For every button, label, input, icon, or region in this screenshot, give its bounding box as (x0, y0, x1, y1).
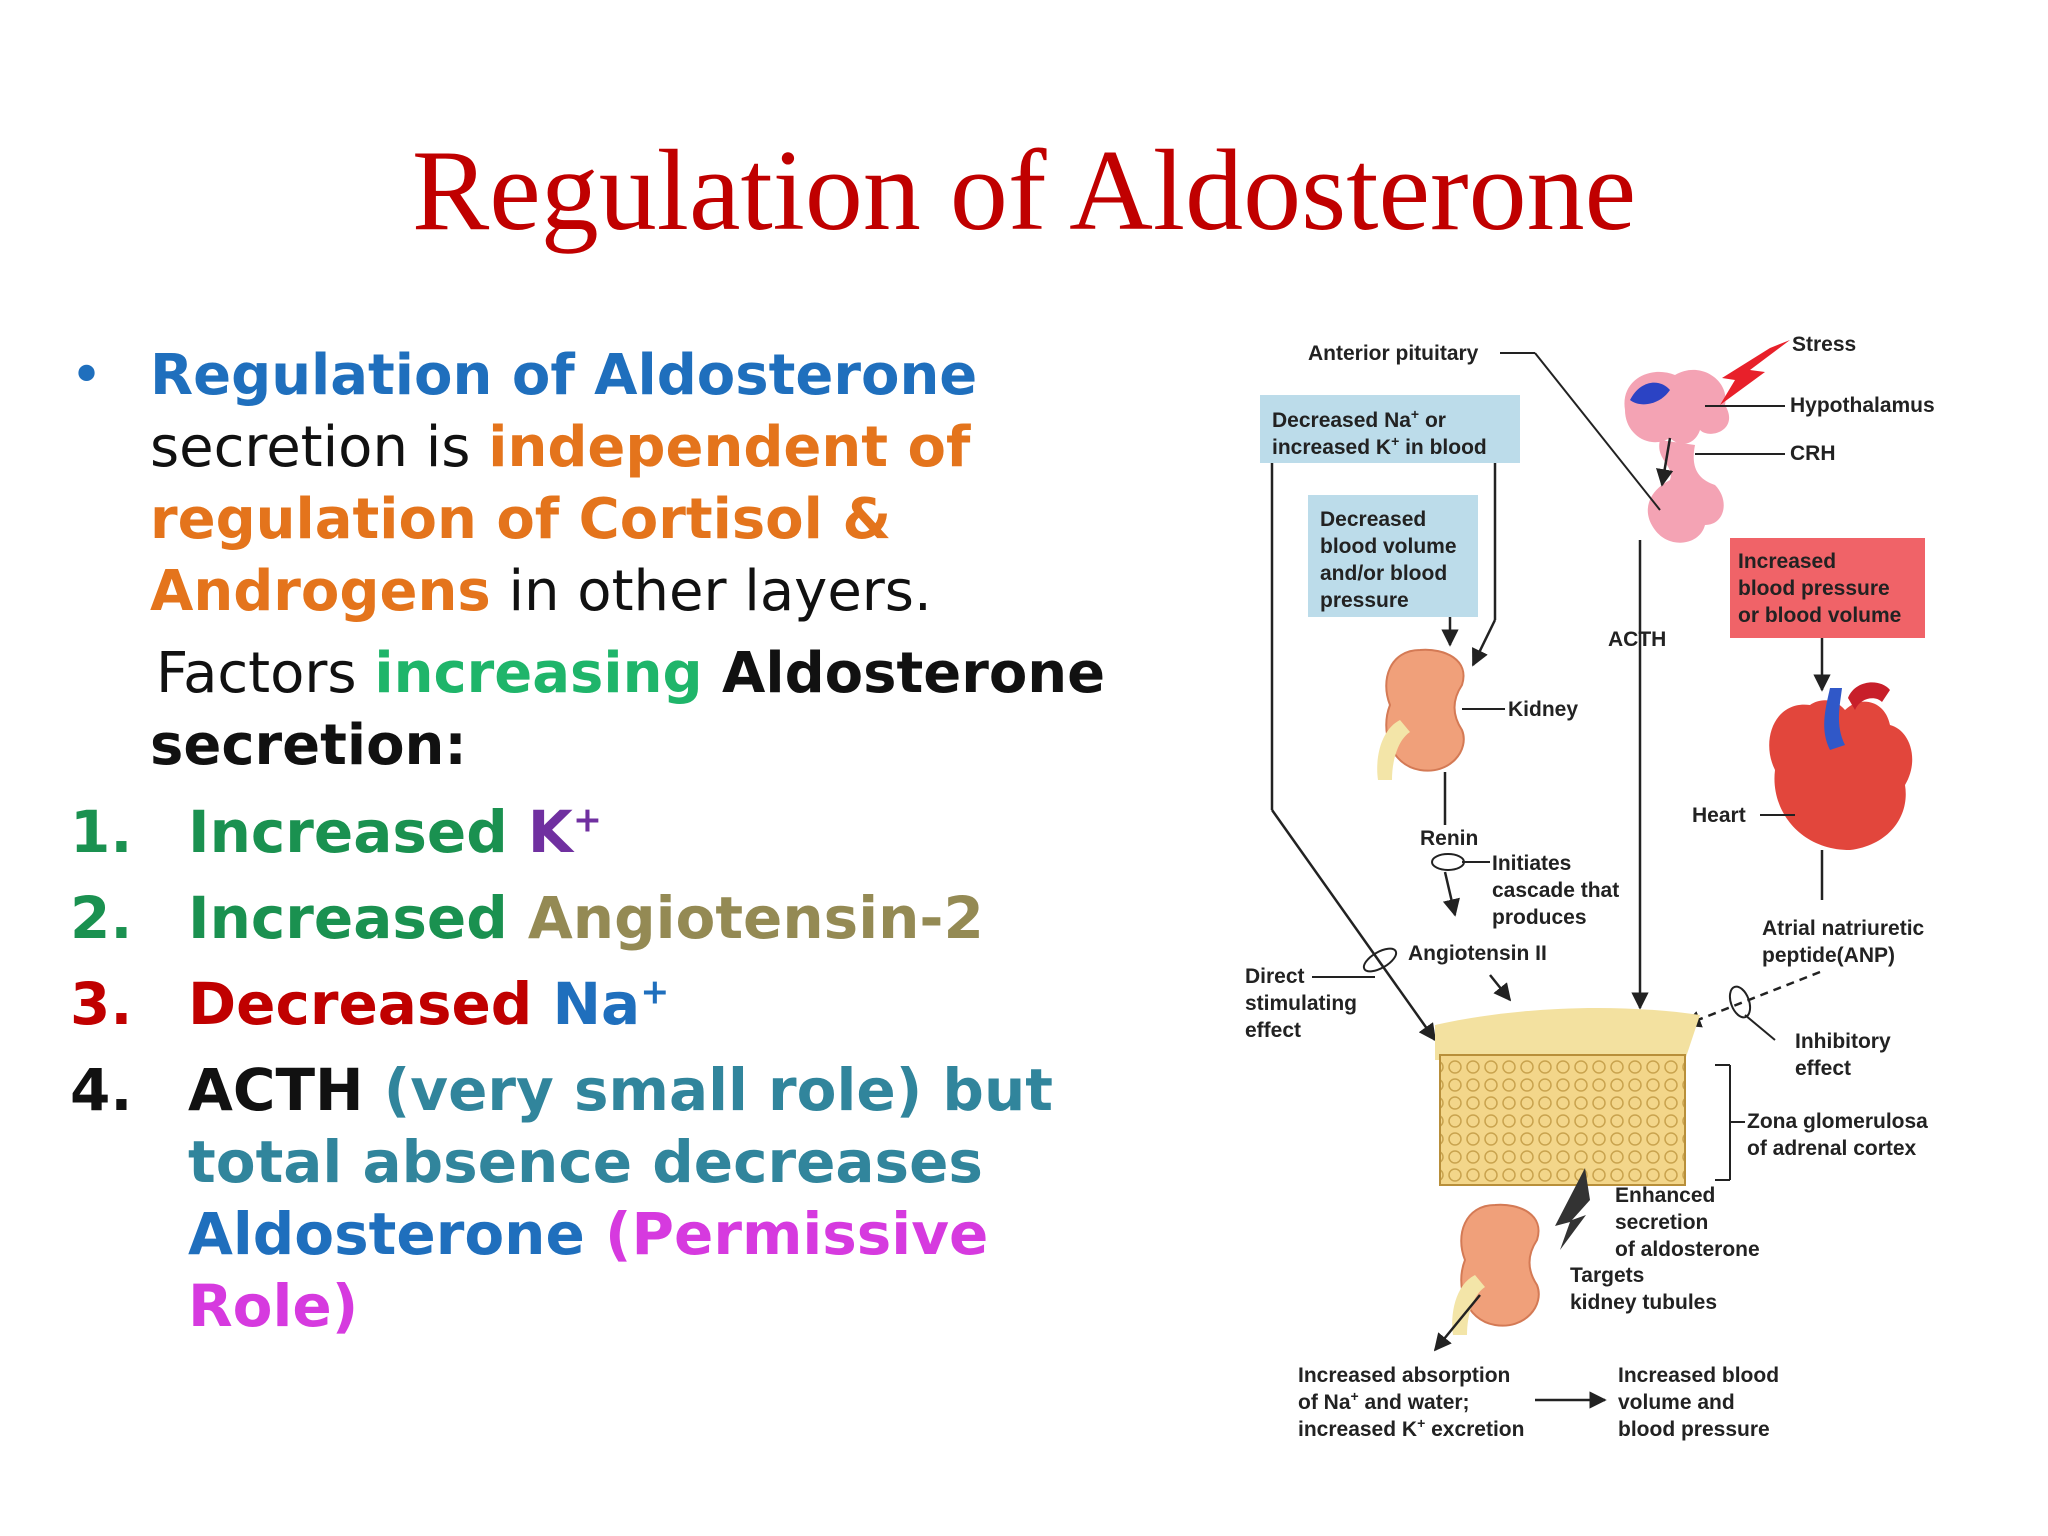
abs-text-3a: increased K (1298, 1418, 1417, 1441)
label-zona-2: of adrenal cortex (1747, 1137, 1917, 1160)
diagram-svg: Anterior pituitary Stress Hypothalamus C… (1245, 333, 1935, 1441)
abs-text-2a: of Na (1298, 1391, 1351, 1414)
adrenal-cortex-tissue (1435, 1007, 1700, 1186)
factor-item-3: 3. Decreased Na+ (70, 968, 1200, 1040)
box-na-sup: + (1391, 433, 1399, 449)
label-absorption-1: Increased absorption (1298, 1364, 1510, 1387)
box-na-sup: + (1411, 406, 1419, 422)
box-bv-line-4: pressure (1320, 589, 1409, 612)
factors-text-1: Factors (156, 641, 375, 706)
factor-ion-charge: + (640, 972, 670, 1013)
label-targets-1: Targets (1570, 1264, 1644, 1287)
factor-hormone: Angiotensin-2 (527, 884, 984, 952)
label-inhibitory-1: Inhibitory (1795, 1030, 1891, 1053)
factors-text-4: secretion: (150, 713, 467, 778)
heart-icon (1769, 682, 1913, 850)
label-enhanced-3: of aldosterone (1615, 1238, 1760, 1261)
box-na-text-2b: in blood (1399, 436, 1486, 459)
factor-text: Decreased (188, 970, 553, 1038)
box-bp-line-1: Increased (1738, 550, 1836, 573)
abs-text-2b: and water; (1359, 1391, 1470, 1414)
kidney-icon (1452, 1203, 1540, 1335)
factor-item-1: 1. Increased K+ (70, 796, 1200, 868)
label-direct-2: stimulating (1245, 992, 1357, 1015)
box-na-text-2: increased K (1272, 436, 1391, 459)
label-anterior-pituitary: Anterior pituitary (1308, 342, 1479, 365)
label-enhanced-2: secretion (1615, 1211, 1708, 1234)
label-direct-1: Direct (1245, 965, 1305, 988)
box-na-line-2: increased K+ in blood (1272, 433, 1487, 459)
factor-note: (very small role) but total absence decr… (188, 1056, 1053, 1196)
factors-text-2: increasing (374, 641, 703, 706)
box-bv-line-2: blood volume (1320, 535, 1457, 558)
factor-role: (Permissive Role) (188, 1200, 989, 1340)
label-anp-1: Atrial natriuretic (1762, 917, 1925, 940)
factor-ion: K (527, 798, 573, 866)
label-renin: Renin (1420, 827, 1478, 850)
factor-number: 4. (70, 1056, 133, 1124)
box-bv-line-1: Decreased (1320, 508, 1426, 531)
bullet-text-4: in other layers. (490, 559, 932, 624)
factor-item-4: 4. ACTH (very small role) but total abse… (70, 1054, 1148, 1342)
label-hypothalamus: Hypothalamus (1790, 394, 1935, 417)
factor-number: 3. (70, 970, 133, 1038)
slide-title: Regulation of Aldosterone (411, 127, 1637, 255)
box-bv-line-3: and/or blood (1320, 562, 1447, 585)
hypothalamus-pituitary-icon (1624, 369, 1730, 543)
factors-text-3: Aldosterone (702, 641, 1106, 706)
factor-ion: Na (552, 970, 641, 1038)
abs-sup: + (1417, 1415, 1425, 1431)
factor-hormone: Aldosterone (188, 1200, 585, 1268)
label-angiotensin: Angiotensin II (1408, 942, 1547, 965)
label-result-3: blood pressure (1618, 1418, 1770, 1441)
factor-number: 2. (70, 884, 133, 952)
bullet-dot-icon: • (70, 343, 104, 408)
increased-blood-pressure-box (1730, 538, 1925, 638)
bullet-text-1: Regulation of Aldosterone (150, 343, 978, 408)
factors-heading: Factors increasing Aldosterone (70, 638, 1200, 710)
factor-number: 1. (70, 798, 133, 866)
label-cascade-2: cascade that (1492, 879, 1619, 902)
label-inhibitory-2: effect (1795, 1057, 1851, 1080)
stress-bolt-icon (1720, 340, 1790, 405)
label-acth: ACTH (1608, 628, 1666, 651)
label-kidney: Kidney (1508, 698, 1578, 721)
label-absorption-2: of Na+ and water; (1298, 1388, 1470, 1414)
bullet-paragraph: • Regulation of Aldosterone secretion is… (70, 340, 1200, 628)
label-result-1: Increased blood (1618, 1364, 1779, 1387)
decreased-na-box (1260, 395, 1520, 463)
box-bp-line-2: blood pressure (1738, 577, 1890, 600)
box-na-line-1: Decreased Na+ or (1272, 406, 1446, 432)
label-cascade-3: produces (1492, 906, 1587, 929)
factor-text: ACTH (188, 1056, 364, 1124)
box-na-text-1: Decreased Na (1272, 409, 1411, 432)
label-anp-2: peptide(ANP) (1762, 944, 1895, 967)
label-stress: Stress (1792, 333, 1856, 356)
box-bp-line-3: or blood volume (1738, 604, 1901, 627)
kidney-icon (1377, 648, 1465, 780)
label-targets-2: kidney tubules (1570, 1291, 1717, 1314)
label-crh: CRH (1790, 442, 1836, 465)
factor-text: Increased (188, 798, 528, 866)
label-cascade-1: Initiates (1492, 852, 1571, 875)
label-absorption-3: increased K+ excretion (1298, 1415, 1524, 1441)
text-column: • Regulation of Aldosterone secretion is… (70, 340, 1200, 1342)
decreased-blood-volume-box (1308, 495, 1478, 617)
abs-sup: + (1351, 1388, 1359, 1404)
label-result-2: volume and (1618, 1391, 1735, 1414)
label-heart: Heart (1692, 804, 1746, 827)
bullet-text-3: independent of regulation of Cortisol & … (150, 415, 971, 624)
curved-arrow-icon (1555, 1168, 1590, 1250)
label-direct-3: effect (1245, 1019, 1301, 1042)
label-enhanced-1: Enhanced (1615, 1184, 1715, 1207)
bullet-text-2: secretion is (150, 415, 489, 480)
factor-text: Increased (188, 884, 528, 952)
label-zona-1: Zona glomerulosa (1747, 1110, 1928, 1133)
abs-text-3b: excretion (1425, 1418, 1524, 1441)
aldosterone-regulation-diagram: Anterior pituitary Stress Hypothalamus C… (1230, 320, 1990, 1470)
box-na-text-1b: or (1419, 409, 1446, 432)
factor-ion-charge: + (572, 800, 603, 841)
factor-item-2: 2. Increased Angiotensin-2 (70, 882, 1200, 954)
